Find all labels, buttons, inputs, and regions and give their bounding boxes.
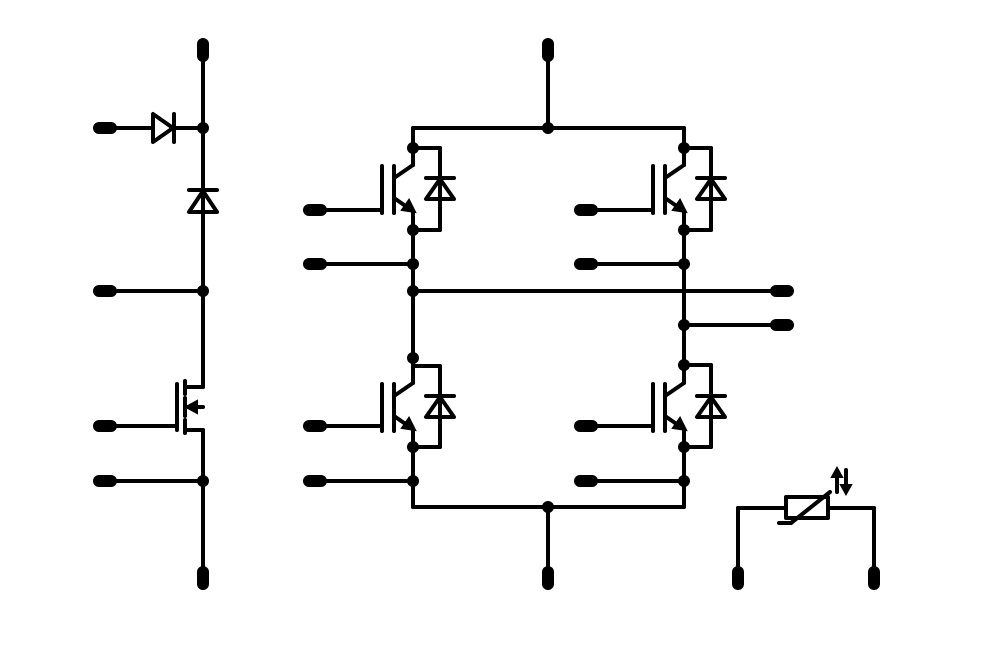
mosfet-icon [175, 379, 205, 435]
horizontal-diode-icon [151, 112, 175, 144]
igbt-top-left-icon [380, 142, 456, 236]
igbt-bottom-right-icon [651, 359, 727, 453]
igbt-top-right-icon [651, 142, 727, 236]
full-bridge [303, 38, 794, 590]
junction-left-top [197, 122, 209, 134]
junction-left-middle [197, 285, 209, 297]
junction-top-bus [542, 122, 554, 134]
thermistor-slash-icon [789, 490, 832, 525]
igbt-bottom-left-icon [380, 352, 456, 453]
junction-bottom-bus [542, 501, 554, 513]
junction-sense-top-right [678, 258, 690, 270]
junction-sense-bottom-left [407, 475, 419, 487]
temperature-arrows-icon [830, 465, 853, 497]
junction-phase-b [678, 319, 690, 331]
junction-phase-a [407, 285, 419, 297]
ntc-thermistor [732, 465, 880, 590]
junction-sense-top-left [407, 258, 419, 270]
junction-left-sense [197, 475, 209, 487]
left-branch [93, 38, 219, 590]
junction-sense-bottom-right [678, 475, 690, 487]
